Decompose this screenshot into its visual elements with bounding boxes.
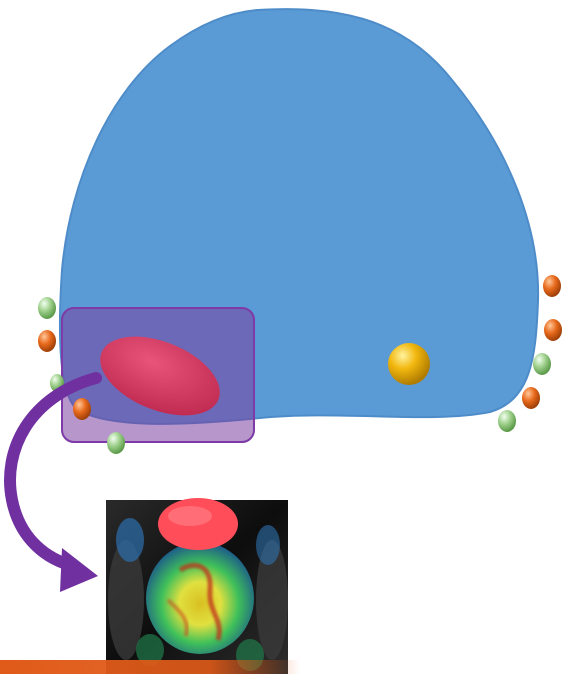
lymph-node-orange <box>543 275 561 297</box>
lymph-node-green <box>533 353 551 375</box>
lymph-node-orange <box>522 387 540 409</box>
footer-accent-bar <box>0 660 300 674</box>
lymph-node-orange <box>38 330 56 352</box>
lymph-node-orange <box>544 319 562 341</box>
lymph-node-green <box>498 410 516 432</box>
fiducial-marker <box>388 343 430 385</box>
mri-heatmap-thumbnail <box>106 498 288 674</box>
arrow-head <box>60 548 98 592</box>
lymph-node-orange <box>73 398 91 420</box>
lymph-node-green <box>107 432 125 454</box>
lymph-node-green <box>38 297 56 319</box>
